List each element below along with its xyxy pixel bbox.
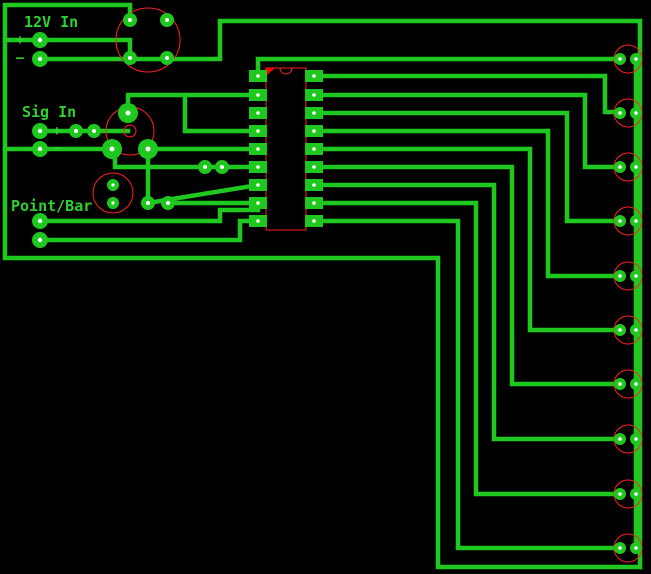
signal-minus-label: – (53, 141, 61, 156)
trace-led9 (310, 218, 620, 551)
power-minus-label: – (16, 51, 24, 66)
ic-drills (256, 74, 316, 223)
trace-ground-left (2, 37, 643, 570)
trace-mode1 (37, 207, 261, 224)
trace-led3 (310, 110, 620, 224)
trace-led4 (310, 128, 620, 279)
capacitor-outline (92, 172, 134, 214)
power-label: 12V In (24, 13, 79, 31)
led-drills (618, 57, 638, 550)
mode-label: Point/Bar (11, 197, 93, 215)
power-plus-label: + (16, 33, 24, 48)
trace-led6 (310, 164, 620, 387)
drill-holes (37, 18, 638, 550)
silkscreen (92, 7, 307, 231)
trace-pin3 (182, 92, 261, 134)
trace-led8 (310, 200, 620, 497)
signal-plus-label: + (53, 124, 61, 139)
trace-12v-right (37, 18, 643, 570)
trace-led5 (310, 146, 620, 333)
pot-center (123, 124, 137, 138)
ic-notch (279, 67, 293, 75)
trace-ground-loop (2, 2, 133, 43)
traces (2, 2, 643, 570)
signal-label: Sig In (22, 103, 77, 121)
trace-led1 (310, 73, 620, 115)
trace-led7 (310, 182, 620, 442)
trace-led2 (310, 92, 620, 170)
ic-pin1-marker (266, 68, 275, 76)
power-jack-outline (115, 7, 181, 73)
